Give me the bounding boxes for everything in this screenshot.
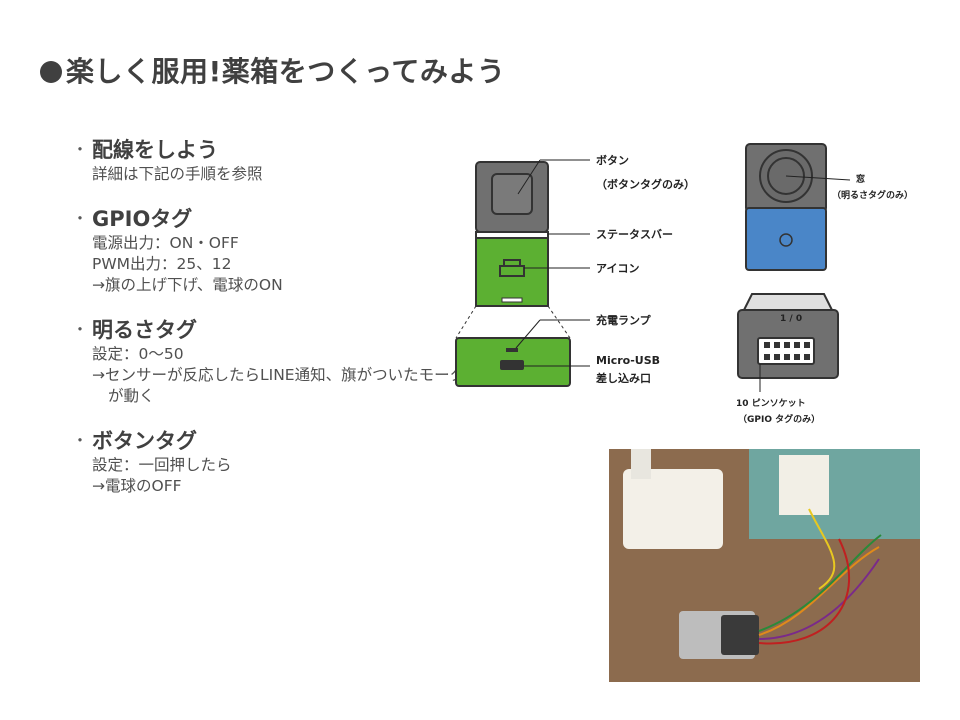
label-charge-lamp: 充電ランプ [596,314,651,327]
label-button: ボタン [596,154,629,167]
photo-wire [758,534,882,632]
section-line: 電源出力：ON・OFF [92,234,239,252]
dashed-guide [455,305,477,339]
tag-body-green [475,237,549,307]
wiring-photo [609,449,920,682]
label-socket-note: （GPIO タグのみ） [738,415,821,425]
sun-icon [779,233,793,247]
label-usb: Micro-USB [596,354,661,367]
section-line: 設定：一回押したら [92,456,232,474]
bullet-icon: ・ [72,320,89,339]
bullet-icon: ・ [72,209,89,228]
photo-wire [808,508,836,590]
label-window-note: （明るさタグのみ） [832,191,914,201]
button-square-icon [491,173,533,215]
socket-pins [764,342,810,360]
usb-port [500,360,524,370]
bullet-icon: ・ [72,431,89,450]
section-line: 設定：0～50 [92,345,184,363]
photo-plug [631,449,651,479]
label-usb-port: 差し込み口 [596,372,651,385]
heading-text: 明るさタグ [92,318,197,342]
section-heading: ・GPIOタグ [72,203,592,233]
label-status-bar: ステータスバー [596,228,673,241]
heading-text: GPIOタグ [92,207,193,231]
pointer-line [517,159,541,195]
tag-slot [501,297,523,303]
section-heading: ・配線をしよう [72,134,592,164]
label-window: 窓 [856,175,866,185]
photo-breadboard [779,455,829,515]
brightness-tag-body [745,207,827,271]
device-diagram: ボタン （ボタンタグのみ） ステータスバー アイコン 充電ランプ Micro-U… [440,130,920,430]
photo-box [749,449,920,539]
section-line: 詳細は下記の手順を参照 [92,165,263,183]
section-line: →旗の上げ下げ、電球のON [92,276,283,294]
dashed-guide [547,305,571,339]
heading-text: 配線をしよう [92,138,218,162]
tag-logo-icon [499,259,525,277]
pointer-line [785,175,851,181]
section-line: →センサーが反応したらLINE通知、旗がついたモーター [92,366,481,384]
heading-text: ボタンタグ [92,429,197,453]
photo-wire [758,538,850,645]
device-illustration [455,143,851,392]
photo-device-cap [721,615,759,655]
pointer-line [515,319,541,349]
photo-wire [758,558,880,640]
label-icon: アイコン [596,262,640,275]
charge-lamp [506,348,518,352]
section-line: が動く [108,387,155,405]
section-brightness: ・明るさタグ 設定：0～50 →センサーが反応したらLINE通知、旗がついたモー… [72,314,592,407]
section-button: ・ボタンタグ 設定：一回押したら →電球のOFF [72,425,592,497]
section-gpio: ・GPIOタグ 電源出力：ON・OFF PWM出力：25、12 →旗の上げ下げ、… [72,203,592,296]
gpio-tag-top [742,293,834,311]
title-bullet-icon [40,61,62,83]
section-heading: ・明るさタグ [72,314,592,344]
label-button-note: （ボタンタグのみ） [596,178,695,191]
section-heading: ・ボタンタグ [72,425,592,455]
section-line: PWM出力：25、12 [92,255,232,273]
photo-wire [758,546,880,636]
bullet-icon: ・ [72,140,89,159]
label-socket: 10 ピンソケット [736,399,806,409]
section-list: ・配線をしよう 詳細は下記の手順を参照 ・GPIOタグ 電源出力：ON・OFF … [72,134,592,515]
photo-power-strip [623,469,723,549]
pin-socket [757,337,815,365]
section-wiring: ・配線をしよう 詳細は下記の手順を参照 [72,134,592,185]
title-text: 楽しく服用!薬箱をつくってみよう [66,55,506,88]
window-ring [767,157,805,195]
section-line: →電球のOFF [92,477,182,495]
slide-title: 楽しく服用!薬箱をつくってみよう [40,50,505,90]
label-pin: 1 / 0 [780,314,803,324]
